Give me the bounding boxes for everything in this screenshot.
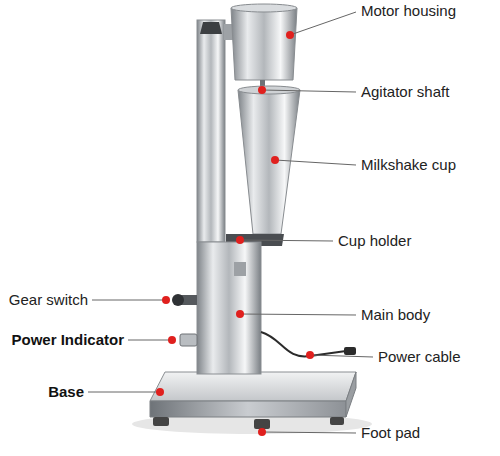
plug [344,347,356,355]
leader-line [275,160,356,165]
callout-dots [156,31,314,436]
part-label: Milkshake cup [361,156,456,174]
leader-line [310,355,373,357]
part-label: Foot pad [361,424,420,442]
base-front [150,401,346,417]
callout-dot [271,156,279,164]
column [197,20,225,242]
callout-dot [306,351,314,359]
main-body-shape [197,242,261,374]
leader-line [128,340,172,341]
callout-dot [236,310,244,318]
part-label: Base [48,383,84,401]
leader-line [290,12,356,35]
foot-pad-shape [330,417,344,425]
leader-line [262,90,356,92]
motor-top [231,4,297,12]
part-label: Cup holder [338,232,411,250]
gear-switch-knob [172,294,184,306]
power-cable-shape [261,332,346,356]
base-top [150,372,356,401]
adjust-knob [200,22,222,34]
callout-dot [286,31,294,39]
callout-dot [156,388,164,396]
milkshake-cup-shape [238,90,300,234]
power-indicator-shape [180,334,197,346]
leader-line [240,314,356,315]
part-label: Power Indicator [11,331,124,349]
callout-dot [258,86,266,94]
leader-line [262,432,356,433]
callout-dot [258,428,266,436]
leader-line [240,240,333,241]
base-side [346,372,356,417]
callout-dot [162,296,170,304]
foot-pad-shape [153,417,169,426]
callout-dot [168,336,176,344]
leader-line [92,300,166,301]
leader-lines [88,12,373,433]
part-label: Main body [361,306,430,324]
part-label: Power cable [378,348,461,366]
leader-line [88,392,160,393]
part-label: Gear switch [9,291,88,309]
part-label: Agitator shaft [361,83,449,101]
motor-housing-shape [231,8,297,80]
body-plate [234,262,246,276]
foot-pad-shape [254,419,270,429]
callout-dot [236,236,244,244]
part-label: Motor housing [361,2,456,20]
